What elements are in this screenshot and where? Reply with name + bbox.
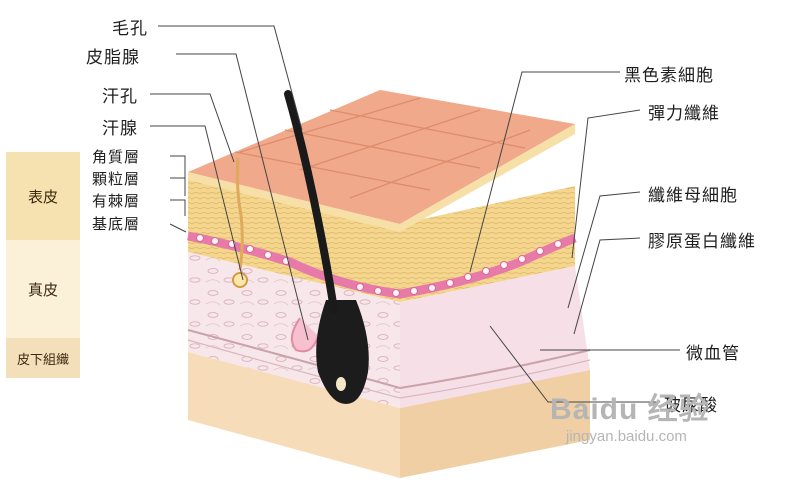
sebaceous-gland [290,317,319,353]
hair-papilla [336,377,346,391]
dermis-label: 真皮 [27,280,58,299]
capillary-line [187,329,591,390]
stratum-corneum-label: 角質層 [92,148,141,166]
elastic-fiber-label: 彈力纖維 [648,104,720,124]
subcutaneous-label: 皮下組織 [16,352,69,368]
epidermis-layer-label-box: 表皮 [6,152,80,240]
left-leader-lines [150,25,309,341]
stratum-basale-label: 基底層 [92,215,141,233]
sweat-gland [232,272,248,288]
epidermis-label: 表皮 [27,187,58,206]
hair-follicle [316,300,369,404]
hair-shaft [284,90,338,314]
sweat-pore-label: 汗孔 [102,87,138,107]
stratum-granulosum-label: 顆粒層 [92,170,141,188]
epidermis-front-face [188,172,400,302]
collagen-fiber-label: 膠原蛋白纖維 [648,232,756,252]
capillary-label: 微血管 [686,344,740,364]
fibroblast-label: 纖維母細胞 [648,186,738,206]
hyaluronic-acid-label: 玻尿酸 [664,396,718,416]
baidu-watermark-url: jingyan.baidu.com [566,428,687,445]
dermis-side-face [400,266,590,408]
melanocyte-label: 黑色素細胞 [624,66,714,86]
subcutaneous-layer-label-box: 皮下組織 [6,338,80,378]
epidermis-side-face [400,186,575,302]
skin-surface-top [188,90,575,224]
sebaceous-gland-label: 皮脂腺 [86,48,140,68]
subcutaneous-front-face [188,352,400,478]
sweat-duct [235,157,244,271]
dermis-layer-label-box: 真皮 [6,240,80,338]
baidu-watermark-logo: Baidu 经验 [550,393,710,426]
skin-surface-lines [234,97,531,199]
hair-pore-label: 毛孔 [112,19,148,39]
stratum-spinosum-label: 有棘層 [92,192,141,210]
basal-cells [196,234,562,297]
right-leader-lines [469,71,680,403]
sweat-gland-label: 汗腺 [102,119,138,139]
subcutaneous-side-face [400,370,590,478]
